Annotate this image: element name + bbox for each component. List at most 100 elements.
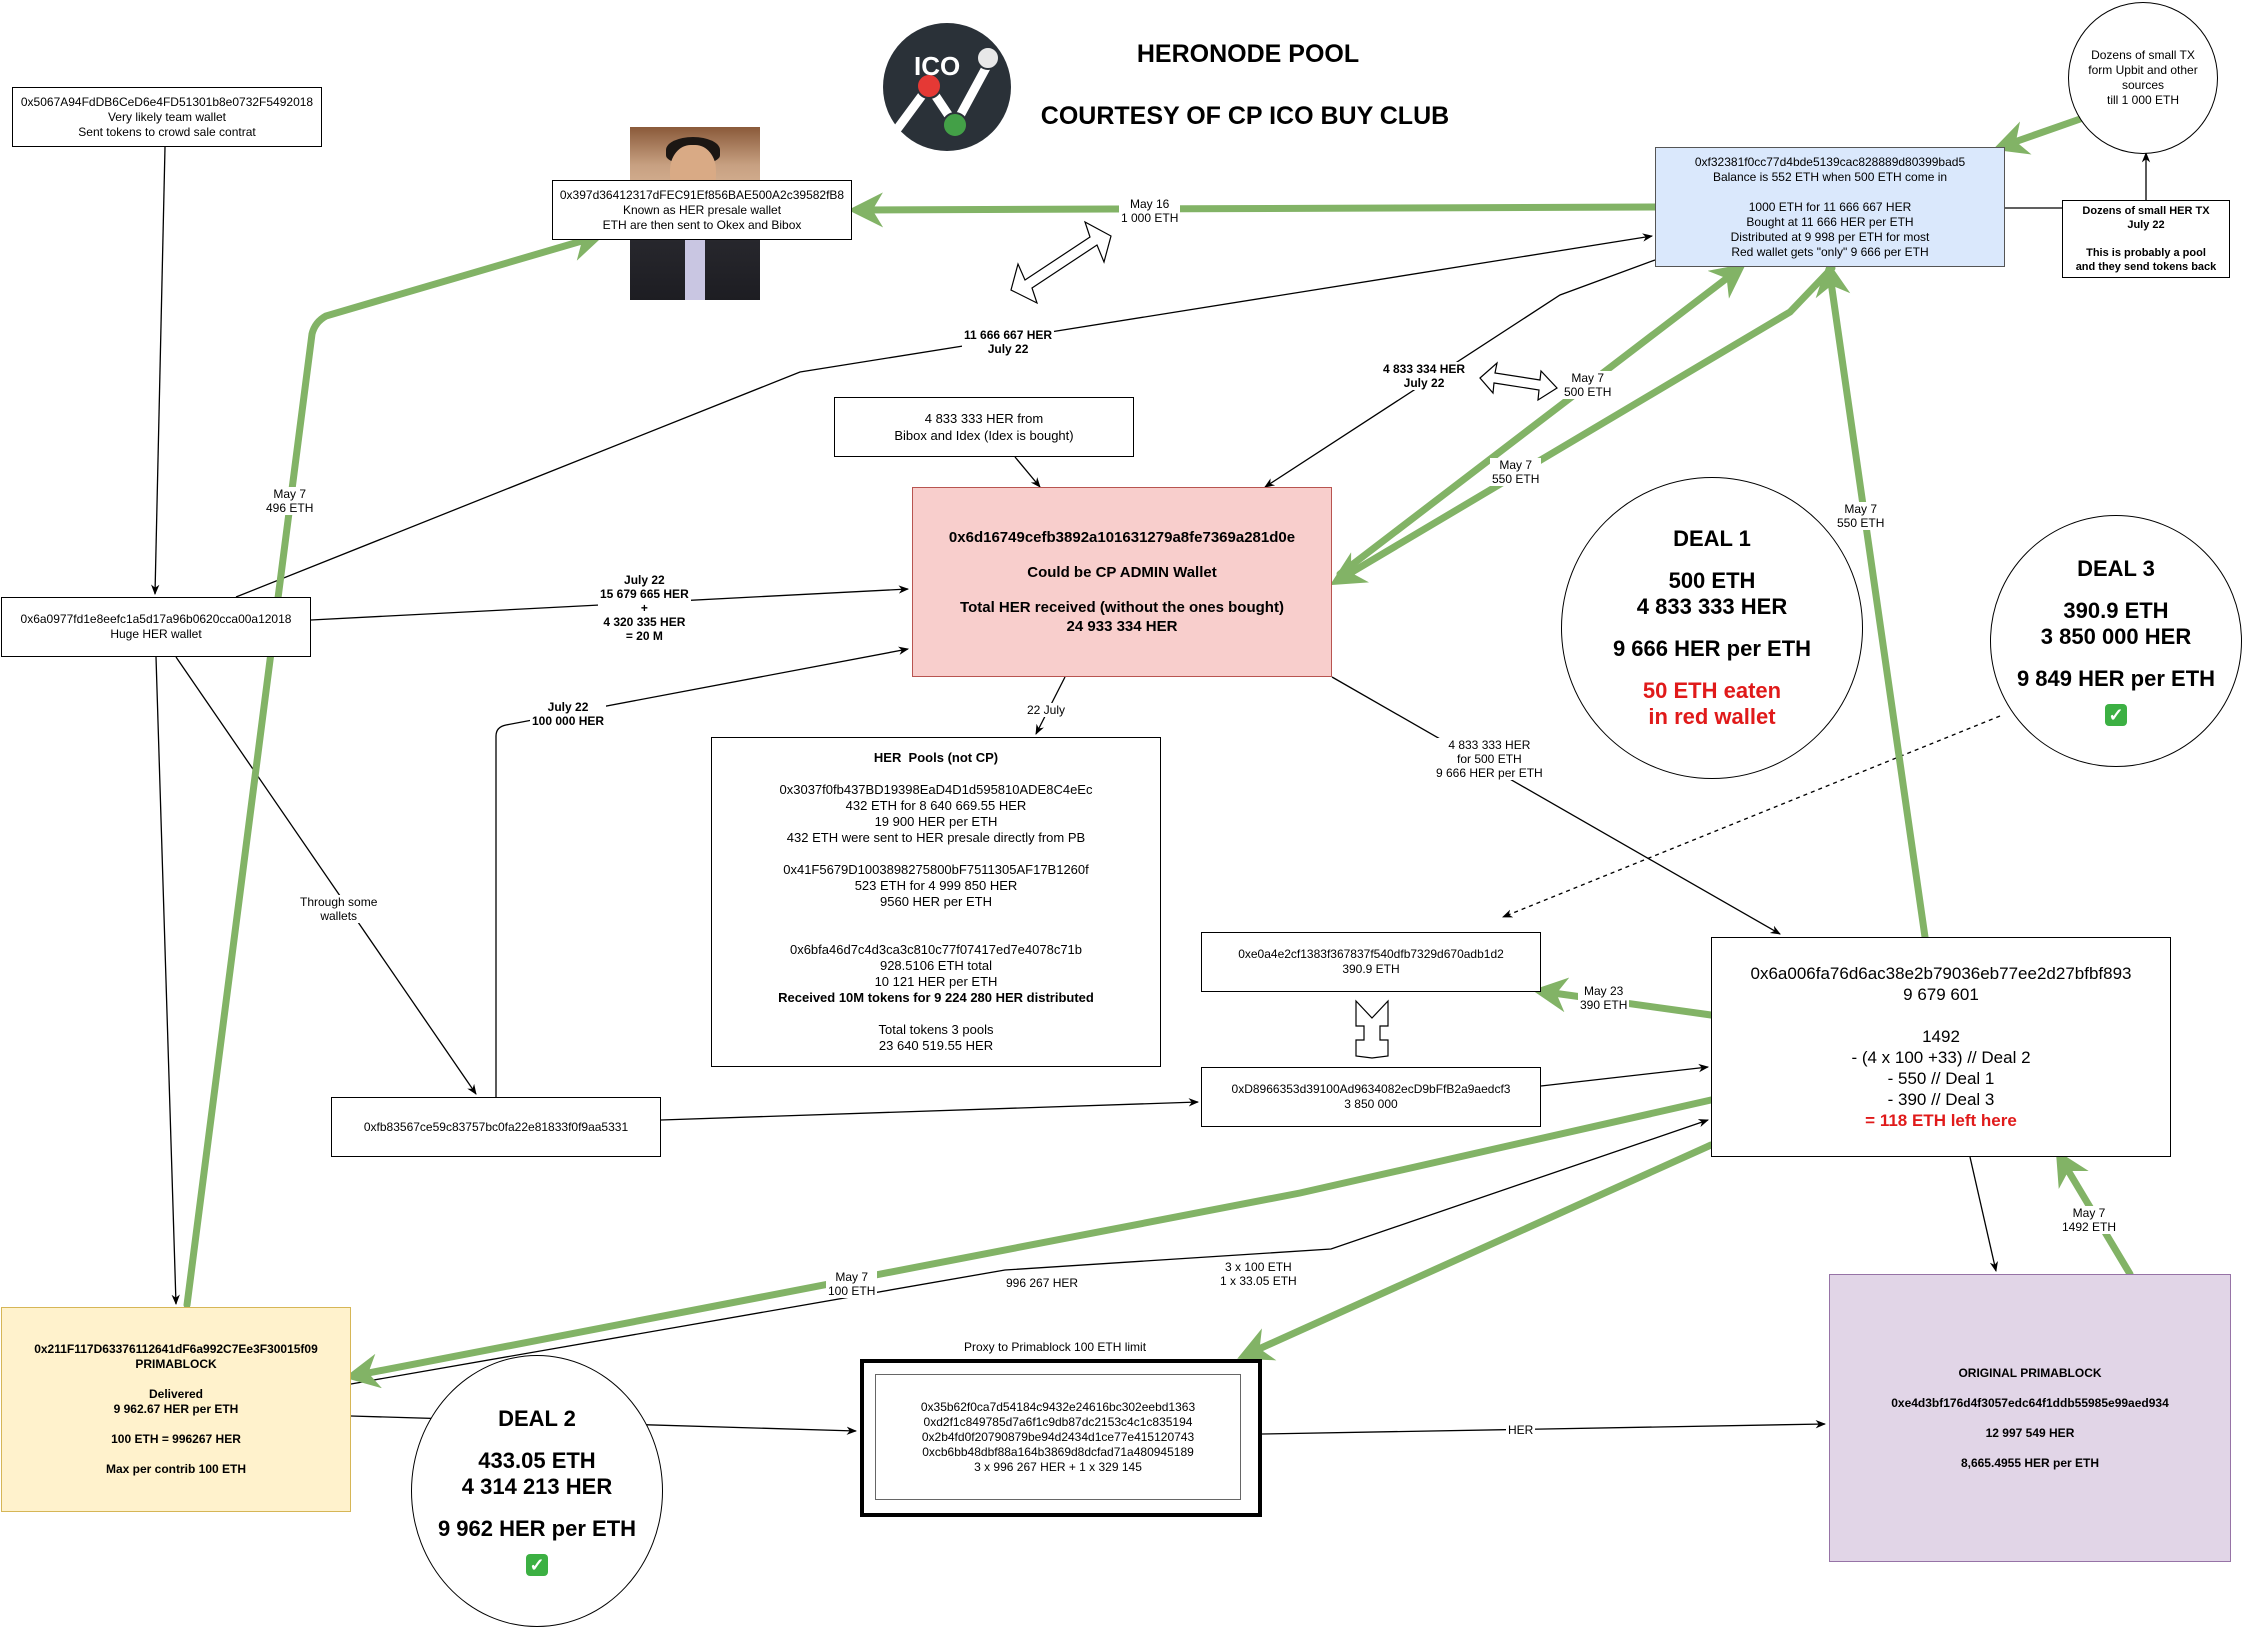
text-line: 0x5067A94FdDB6CeD6e4FD51301b8e0732F54920… xyxy=(20,94,314,109)
text-line: 1000 ETH for 11 666 667 HER xyxy=(1748,199,1912,214)
deal-3-summary: DEAL 3 390.9 ETH 3 850 000 HER 9 849 HER… xyxy=(1990,515,2242,767)
text-line: 10 121 HER per ETH xyxy=(874,974,998,989)
edge-huge-to-pool-11666667 xyxy=(235,233,1654,598)
edge-huge-to-fb83-through-wallets xyxy=(175,656,477,1095)
her-pool-2: 0x41F5679D1003898275800bF7511305AF17B126… xyxy=(783,862,1089,910)
wallet-6a006-lines: 0x6a006fa76d6ac38e2b79036eb77ee2d27bfbf8… xyxy=(1751,963,2132,1110)
text-line: 4 833 333 HER from xyxy=(924,411,1044,426)
text-line: Balance is 552 ETH when 500 ETH come in xyxy=(1712,169,1948,184)
edge-label-may7-550eth-admin: May 7 550 ETH xyxy=(1490,458,1542,486)
her-pool-3-received: Received 10M tokens for 9 224 280 HER di… xyxy=(778,990,1094,1005)
text-line: Sent tokens to crowd sale contrat xyxy=(78,124,256,139)
proxy-wallets-node[interactable]: 0x35b62f0ca7d54184c9432e24616bc302eebd13… xyxy=(875,1374,1241,1500)
edge-d896-to-6a006 xyxy=(1540,1063,1710,1087)
edge-label-may7-100eth: May 7 100 ETH xyxy=(826,1270,878,1298)
huge-her-wallet-node[interactable]: 0x6a0977fd1e8eefc1a5d17a96b0620cca00a120… xyxy=(1,597,311,657)
deal-1-summary: DEAL 1 500 ETH 4 833 333 HER 9 666 HER p… xyxy=(1561,477,1863,779)
admin-wallet-node[interactable]: 0x6d16749cefb3892a101631279a8fe7369a281d… xyxy=(912,487,1332,677)
text-line: 0xe0a4e2cf1383f367837f540dfb7329d670adb1… xyxy=(1238,947,1504,961)
deal-1-rate: 9 666 HER per ETH xyxy=(1612,636,1812,661)
presale-wallet-node[interactable]: 0x397d36412317dFEC91Ef856BAE500A2c39582f… xyxy=(552,180,852,240)
deal-3-rate: 9 849 HER per ETH xyxy=(2016,666,2216,691)
admin-wallet-address: 0x6d16749cefb3892a101631279a8fe7369a281d… xyxy=(948,529,1296,546)
text-line: 0x3037f0fb437BD19398EaD4D1d595810ADE8C4e… xyxy=(779,782,1093,797)
text-line: 0x35b62f0ca7d54184c9432e24616bc302eebd13… xyxy=(920,1399,1196,1414)
text-line: Bought at 11 666 HER per ETH xyxy=(1746,214,1914,229)
deal-3-eth: 390.9 ETH xyxy=(2063,598,2169,623)
text-line: Delivered xyxy=(148,1387,204,1401)
text-line: - 390 // Deal 3 xyxy=(1887,1090,1995,1109)
text-line: Dozens of small HER TX xyxy=(2082,205,2210,217)
her-pools-total-label: Total tokens 3 pools xyxy=(878,1022,994,1037)
edge-admin-to-6a006 xyxy=(1331,676,1781,935)
text-line: 0xf32381f0cc77d4bde5139cac828889d80399ba… xyxy=(1694,154,1966,169)
double-arrow-icon xyxy=(1355,999,1389,1059)
text-line xyxy=(174,1447,177,1462)
edge-6a006-to-proxy-eth xyxy=(1237,1141,1715,1361)
edge-label-may16-1000eth: May 16 1 000 ETH xyxy=(1119,197,1181,225)
text-line: 0x397d36412317dFEC91Ef856BAE500A2c39582f… xyxy=(559,187,845,202)
wallet-fb83-node[interactable]: 0xfb83567ce59c83757bc0fa22e81833f0f9aa53… xyxy=(331,1097,661,1157)
team-wallet-node[interactable]: 0x5067A94FdDB6CeD6e4FD51301b8e0732F54920… xyxy=(12,87,322,147)
her-pools-total-value: 23 640 519.55 HER xyxy=(878,1038,994,1053)
wallet-6a006-result: = 118 ETH left here xyxy=(1865,1111,2017,1130)
edge-label-may7-496eth: May 7 496 ETH xyxy=(264,487,316,515)
text-line: form Upbit and other xyxy=(2088,63,2198,77)
text-line: sources xyxy=(2121,78,2165,92)
proxy-caption: Proxy to Primablock 100 ETH limit xyxy=(964,1340,1147,1354)
text-line: 3 850 000 xyxy=(1344,1097,1398,1111)
wallet-d896-node[interactable]: 0xD8966353d39100Ad9634082ecD9bFfB2a9aedc… xyxy=(1201,1067,1541,1127)
edge-label-may7-550eth-pool: May 7 550 ETH xyxy=(1835,502,1887,530)
text-line xyxy=(2144,232,2147,246)
text-line: 12 997 549 HER xyxy=(1985,1425,2075,1440)
deal-2-title: DEAL 2 xyxy=(498,1406,576,1431)
her-pool-1: 0x3037f0fb437BD19398EaD4D1d595810ADE8C4e… xyxy=(780,782,1093,846)
text-line: PRIMABLOCK xyxy=(135,1357,217,1371)
edge-proxy-to-original-her xyxy=(1261,1420,1827,1435)
text-line: Red wallet gets "only" 9 666 per ETH xyxy=(1731,244,1929,259)
edge-pool-to-admin-4833334 xyxy=(1264,259,1656,488)
edge-label-may7-1492eth: May 7 1492 ETH xyxy=(2060,1206,2119,1234)
text-line: Distributed at 9 998 per ETH for most xyxy=(1730,229,1930,244)
edge-fb83-to-admin-100k xyxy=(495,646,910,1097)
text-line xyxy=(174,1372,177,1387)
edge-6a006-to-pool-550eth xyxy=(1815,261,1929,941)
edge-primablock-to-6a006-996267 xyxy=(350,1119,1709,1385)
original-primablock-node[interactable]: ORIGINAL PRIMABLOCK 0xe4d3bf176d4f3057ed… xyxy=(1829,1274,2231,1562)
edge-label-through-wallets: Through some wallets xyxy=(298,895,380,923)
text-line xyxy=(2028,1411,2031,1426)
deal-2-rate: 9 962 HER per ETH xyxy=(437,1516,637,1541)
text-line: ORIGINAL PRIMABLOCK xyxy=(1958,1365,2102,1380)
primablock-node[interactable]: 0x211F117D63376112641dF6a992C7Ee3F30015f… xyxy=(1,1307,351,1512)
svg-text:ICO: ICO xyxy=(914,51,960,81)
pool-wallet-node[interactable]: 0xf32381f0cc77d4bde5139cac828889d80399ba… xyxy=(1655,147,2005,267)
text-line xyxy=(2028,1381,2031,1396)
text-line: and they send tokens back xyxy=(2075,261,2217,273)
page-title: HERONODE POOL xyxy=(1136,40,1360,68)
edge-label-996267-her: 996 267 HER xyxy=(1004,1276,1081,1290)
text-line: 523 ETH for 4 999 850 HER xyxy=(854,878,1018,893)
deal-1-note: 50 ETH eaten xyxy=(1642,678,1782,703)
text-line: 9 962.67 HER per ETH xyxy=(113,1402,239,1416)
text-line: till 1 000 ETH xyxy=(2106,93,2180,107)
text-line: 0xfb83567ce59c83757bc0fa22e81833f0f9aa53… xyxy=(363,1119,629,1134)
her-pools-node[interactable]: HER Pools (not CP) 0x3037f0fb437BD19398E… xyxy=(711,737,1161,1067)
text-line: 390.9 ETH xyxy=(1342,962,1400,976)
ico-buy-club-logo: ICO xyxy=(880,20,1014,154)
wallet-e0a4-node[interactable]: 0xe0a4e2cf1383f367837f540dfb7329d670adb1… xyxy=(1201,932,1541,992)
text-line: 0x6bfa46d7c4d3ca3c810c77f07417ed7e4078c7… xyxy=(789,942,1083,957)
text-line xyxy=(1828,185,1831,200)
text-line: Huge HER wallet xyxy=(110,627,202,641)
edge-6a006-to-original xyxy=(1969,1156,1998,1273)
text-line: 100 ETH = 996267 HER xyxy=(111,1432,241,1446)
text-line: 9 679 601 xyxy=(1903,985,1979,1004)
edge-label-deal1-flow: 4 833 333 HER for 500 ETH 9 666 HER per … xyxy=(1434,738,1545,780)
deal-2-summary: DEAL 2 433.05 ETH 4 314 213 HER 9 962 HE… xyxy=(411,1355,663,1627)
text-line: 0x2b4fd0f20790879be94d2434d1ce77e4151207… xyxy=(921,1429,1195,1444)
wallet-6a006-node[interactable]: 0x6a006fa76d6ac38e2b79036eb77ee2d27bfbf8… xyxy=(1711,937,2171,1157)
her-pool-3: 0x6bfa46d7c4d3ca3c810c77f07417ed7e4078c7… xyxy=(790,942,1082,990)
check-mark-icon: ✓ xyxy=(526,1554,548,1576)
